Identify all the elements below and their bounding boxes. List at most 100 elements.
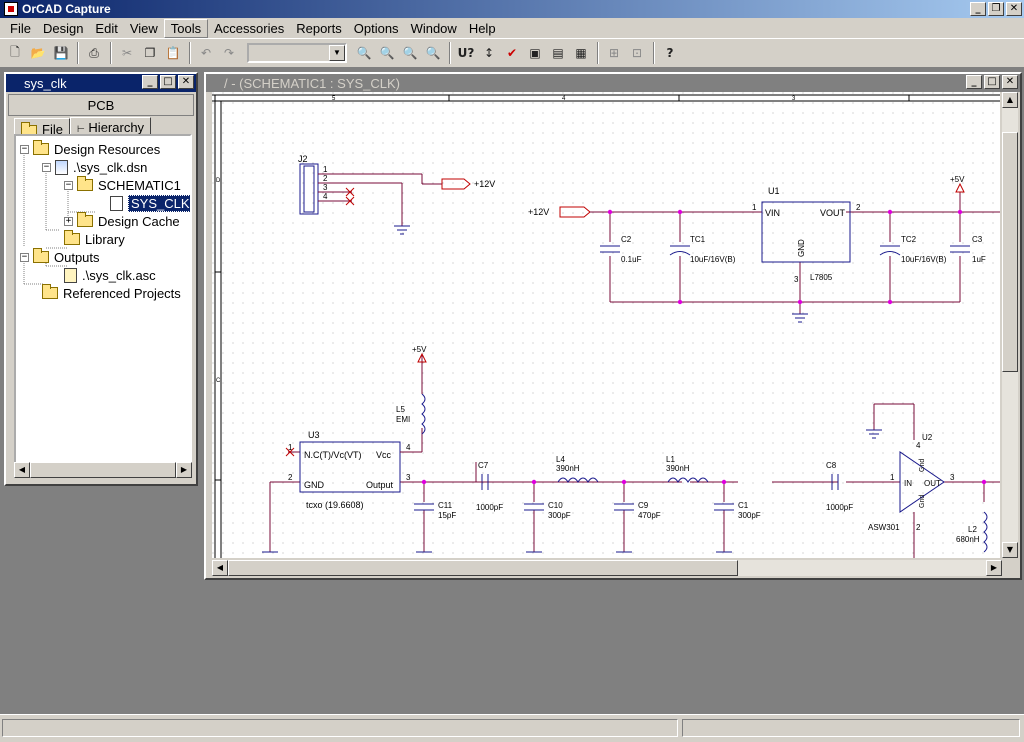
collapse-icon[interactable]: −: [20, 143, 29, 154]
schematic-vscroll-thumb[interactable]: [1002, 132, 1018, 372]
menu-view[interactable]: View: [129, 20, 158, 36]
schematic-canvas[interactable]: 5 4 3 D C J2 1 2: [212, 92, 1000, 558]
project-hscroll-thumb[interactable]: [30, 462, 176, 478]
tree-item-design-resources[interactable]: −Design Resources: [20, 140, 161, 157]
svg-text:1: 1: [288, 443, 293, 452]
redo-icon[interactable]: ↷: [223, 46, 235, 60]
schematic-hscroll-thumb[interactable]: [228, 560, 738, 576]
project-close-button[interactable]: ✕: [178, 75, 194, 89]
svg-text:N.C(T)/Vc(VT): N.C(T)/Vc(VT): [304, 450, 362, 460]
scroll-right-icon[interactable]: ▶: [986, 560, 1002, 576]
schematic-close-button[interactable]: ✕: [1002, 75, 1018, 89]
svg-text:300pF: 300pF: [548, 511, 571, 520]
schematic-drawing[interactable]: 5 4 3 D C J2 1 2: [212, 92, 1000, 558]
connector-j2[interactable]: J2 1 2 3 4 +12V: [298, 154, 495, 235]
menu-help[interactable]: Help: [468, 20, 496, 36]
open-icon[interactable]: 📂: [30, 46, 46, 60]
drc-icon[interactable]: ✔: [506, 46, 518, 60]
schematic-hscrollbar[interactable]: ◀ ▶: [212, 560, 1002, 576]
print-icon[interactable]: ⎙: [89, 45, 99, 60]
menu-tools[interactable]: Tools: [163, 18, 209, 38]
close-button[interactable]: ✕: [1006, 2, 1022, 16]
svg-text:Vcc: Vcc: [376, 450, 392, 460]
new-icon[interactable]: 🗋: [10, 44, 20, 59]
scroll-left-icon[interactable]: ◀: [212, 560, 228, 576]
menu-reports[interactable]: Reports: [296, 20, 342, 36]
schematic-minimize-button[interactable]: _: [966, 75, 982, 89]
project-window-title: sys_clk: [24, 75, 67, 91]
tab-hierarchy[interactable]: ⊢ Hierarchy: [69, 117, 152, 138]
svg-text:1: 1: [752, 203, 757, 212]
snap-grid-icon[interactable]: ⊞: [608, 46, 620, 60]
netlist-icon[interactable]: ▣: [529, 46, 541, 60]
scroll-left-icon[interactable]: ◀: [14, 462, 30, 478]
save-icon[interactable]: 💾: [53, 46, 69, 60]
svg-text:+5V: +5V: [950, 175, 965, 184]
restore-button[interactable]: ❐: [988, 2, 1004, 16]
toolbar-divider: [597, 42, 599, 64]
expand-icon[interactable]: +: [64, 215, 73, 226]
help-icon[interactable]: ?: [666, 46, 674, 60]
tree-item-sys-clk-page[interactable]: SYS_CLK: [110, 194, 190, 212]
filter-section[interactable]: U3 N.C(T)/Vc(VT) Vcc GND Output tcxo (19…: [262, 345, 1000, 558]
svg-text:OUT: OUT: [924, 479, 941, 488]
svg-text:C10: C10: [548, 501, 563, 510]
scroll-down-icon[interactable]: ▼: [1002, 542, 1018, 558]
svg-text:4: 4: [406, 443, 411, 452]
svg-text:VOUT: VOUT: [820, 208, 846, 218]
project-hscrollbar[interactable]: ◀ ▶: [14, 462, 192, 478]
project-minimize-button[interactable]: _: [142, 75, 158, 89]
paste-icon[interactable]: 📋: [165, 46, 181, 60]
menu-accessories[interactable]: Accessories: [214, 20, 285, 36]
zoom-out-icon[interactable]: 🔍: [379, 46, 395, 60]
minimize-button[interactable]: _: [970, 2, 986, 16]
area-select-icon[interactable]: ⊡: [631, 46, 643, 60]
svg-text:390nH: 390nH: [556, 464, 580, 473]
status-bar: [0, 714, 1024, 742]
zoom-in-icon[interactable]: 🔍: [356, 46, 372, 60]
collapse-icon[interactable]: −: [20, 251, 29, 262]
chevron-down-icon[interactable]: ▼: [329, 45, 345, 61]
zone-label: C: [216, 378, 221, 384]
tree-item-design-file[interactable]: −.\sys_clk.dsn: [42, 159, 148, 175]
scroll-right-icon[interactable]: ▶: [176, 462, 192, 478]
bill-of-materials-icon[interactable]: ▦: [575, 46, 587, 60]
folder-icon: [77, 212, 93, 227]
svg-text:0.1uF: 0.1uF: [621, 255, 642, 264]
svg-text:U1: U1: [768, 186, 780, 196]
menu-design[interactable]: Design: [42, 20, 84, 36]
tree-item-library[interactable]: Library: [64, 230, 125, 248]
menu-file[interactable]: File: [10, 20, 31, 36]
part-combo[interactable]: ▼: [247, 43, 347, 63]
zoom-area-icon[interactable]: 🔍: [402, 46, 418, 60]
tree-item-outputs[interactable]: −Outputs: [20, 248, 100, 265]
menu-window[interactable]: Window: [410, 20, 457, 36]
collapse-icon[interactable]: −: [64, 179, 73, 190]
undo-icon[interactable]: ↶: [200, 46, 212, 60]
schematic-maximize-button[interactable]: □: [984, 75, 1000, 89]
svg-text:J2: J2: [298, 154, 308, 164]
tree-item-referenced-projects[interactable]: Referenced Projects: [42, 284, 181, 302]
menu-options[interactable]: Options: [353, 20, 399, 36]
zoom-all-icon[interactable]: 🔍: [425, 46, 441, 60]
copy-icon[interactable]: ❐: [144, 46, 156, 60]
tree-item-output-file[interactable]: .\sys_clk.asc: [64, 266, 156, 284]
project-maximize-button[interactable]: □: [160, 75, 176, 89]
sheet-border: [212, 94, 1000, 558]
cut-icon[interactable]: ✂: [121, 46, 133, 60]
tree-item-design-cache[interactable]: +Design Cache: [64, 212, 180, 229]
back-annotate-icon[interactable]: ↕: [483, 46, 495, 60]
app-title: OrCAD Capture: [22, 2, 111, 16]
scroll-up-icon[interactable]: ▲: [1002, 92, 1018, 108]
annotate-icon[interactable]: U?: [457, 46, 475, 60]
schematic-vscrollbar[interactable]: ▲ ▼: [1002, 92, 1018, 558]
schematic-window-title: / - (SCHEMATIC1 : SYS_CLK): [224, 75, 401, 91]
svg-text:4: 4: [916, 441, 921, 450]
menu-edit[interactable]: Edit: [95, 20, 118, 36]
collapse-icon[interactable]: −: [42, 161, 51, 172]
status-message: [2, 719, 678, 737]
cross-reference-icon[interactable]: ▤: [552, 46, 564, 60]
svg-text:C1: C1: [738, 501, 749, 510]
tree-item-schematic1[interactable]: −SCHEMATIC1: [64, 176, 181, 193]
regulator-section[interactable]: +12V U1 VIN: [528, 175, 1000, 323]
